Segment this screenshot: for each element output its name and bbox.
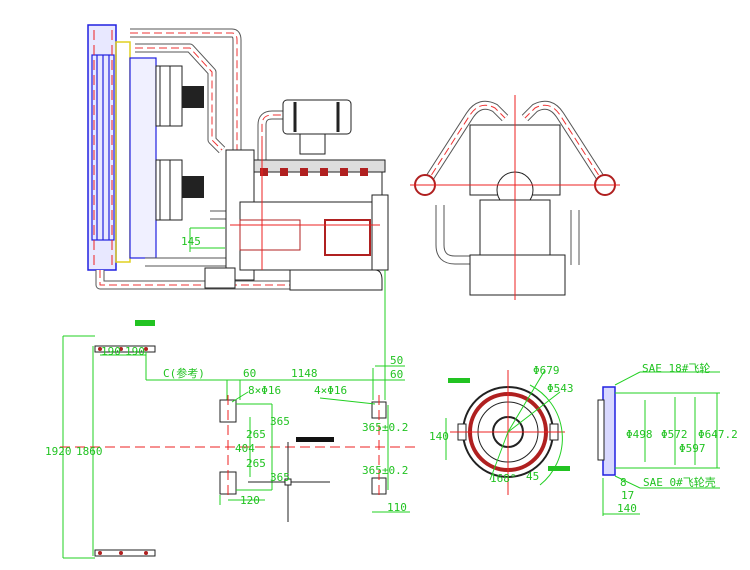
dim-365-tol-bottom: 365±0.2 <box>362 464 408 477</box>
engine-block <box>204 99 389 291</box>
dim-190-a: 190 <box>101 345 121 358</box>
cooling-fans <box>155 65 204 221</box>
angle-168: 168° <box>490 472 517 485</box>
dim-d543: Φ543 <box>547 382 574 395</box>
dim-404: 404 <box>235 442 255 455</box>
holes-front: 8×Φ16 <box>248 384 281 397</box>
dim-190-b: 190 <box>125 345 145 358</box>
dim-1148: 1148 <box>291 367 318 380</box>
holes-rear: 4×Φ16 <box>314 384 347 397</box>
dim-365-bottom: 365 <box>270 471 290 484</box>
dim-d597: Φ597 <box>679 442 706 455</box>
flywheel-label: SAE 18#飞轮 <box>642 361 710 375</box>
dim-265-bottom: 265 <box>246 457 266 470</box>
dim-d679: Φ679 <box>533 364 560 377</box>
dim-1860: 1860 <box>76 445 103 458</box>
front-mounts <box>219 395 237 500</box>
dim-1920: 1920 <box>45 445 72 458</box>
dim-120: 120 <box>240 494 260 507</box>
cursor-crosshair <box>248 442 330 522</box>
housing-label: SAE 0#飞轮壳 <box>643 475 716 489</box>
base-plan: 1920 1860 190 190 C(参考) 60 1148 50 60 8×… <box>45 320 415 559</box>
flywheel-front-view: Φ679 Φ543 140 168° 45 <box>429 364 574 495</box>
front-view <box>410 95 620 300</box>
dim-17: 17 <box>621 489 634 502</box>
side-view: 145 <box>87 24 389 357</box>
dim-8: 8 <box>620 476 627 489</box>
dim-d572: Φ572 <box>661 428 688 441</box>
dim-365-top: 365 <box>270 415 290 428</box>
dim-110: 110 <box>387 501 407 514</box>
dim-60-left: 60 <box>243 367 256 380</box>
dim-265-top: 265 <box>246 428 266 441</box>
dim-50: 50 <box>390 354 403 367</box>
rear-mounts <box>371 395 387 500</box>
radiator <box>87 24 157 271</box>
angle-45: 45 <box>526 470 539 483</box>
flywheel-side-view: SAE 18#飞轮 Φ498 Φ572 Φ647.2 Φ597 8 SAE 0#… <box>597 361 738 516</box>
dim-140-front: 140 <box>429 430 449 443</box>
dim-d498: Φ498 <box>626 428 653 441</box>
dim-d647: Φ647.2 <box>698 428 738 441</box>
dim-60-right: 60 <box>390 368 403 381</box>
reference-c: C(参考) <box>163 366 205 380</box>
dim-365-tol-top: 365±0.2 <box>362 421 408 434</box>
dim-140-side: 140 <box>617 502 637 515</box>
dim-145: 145 <box>181 235 201 248</box>
